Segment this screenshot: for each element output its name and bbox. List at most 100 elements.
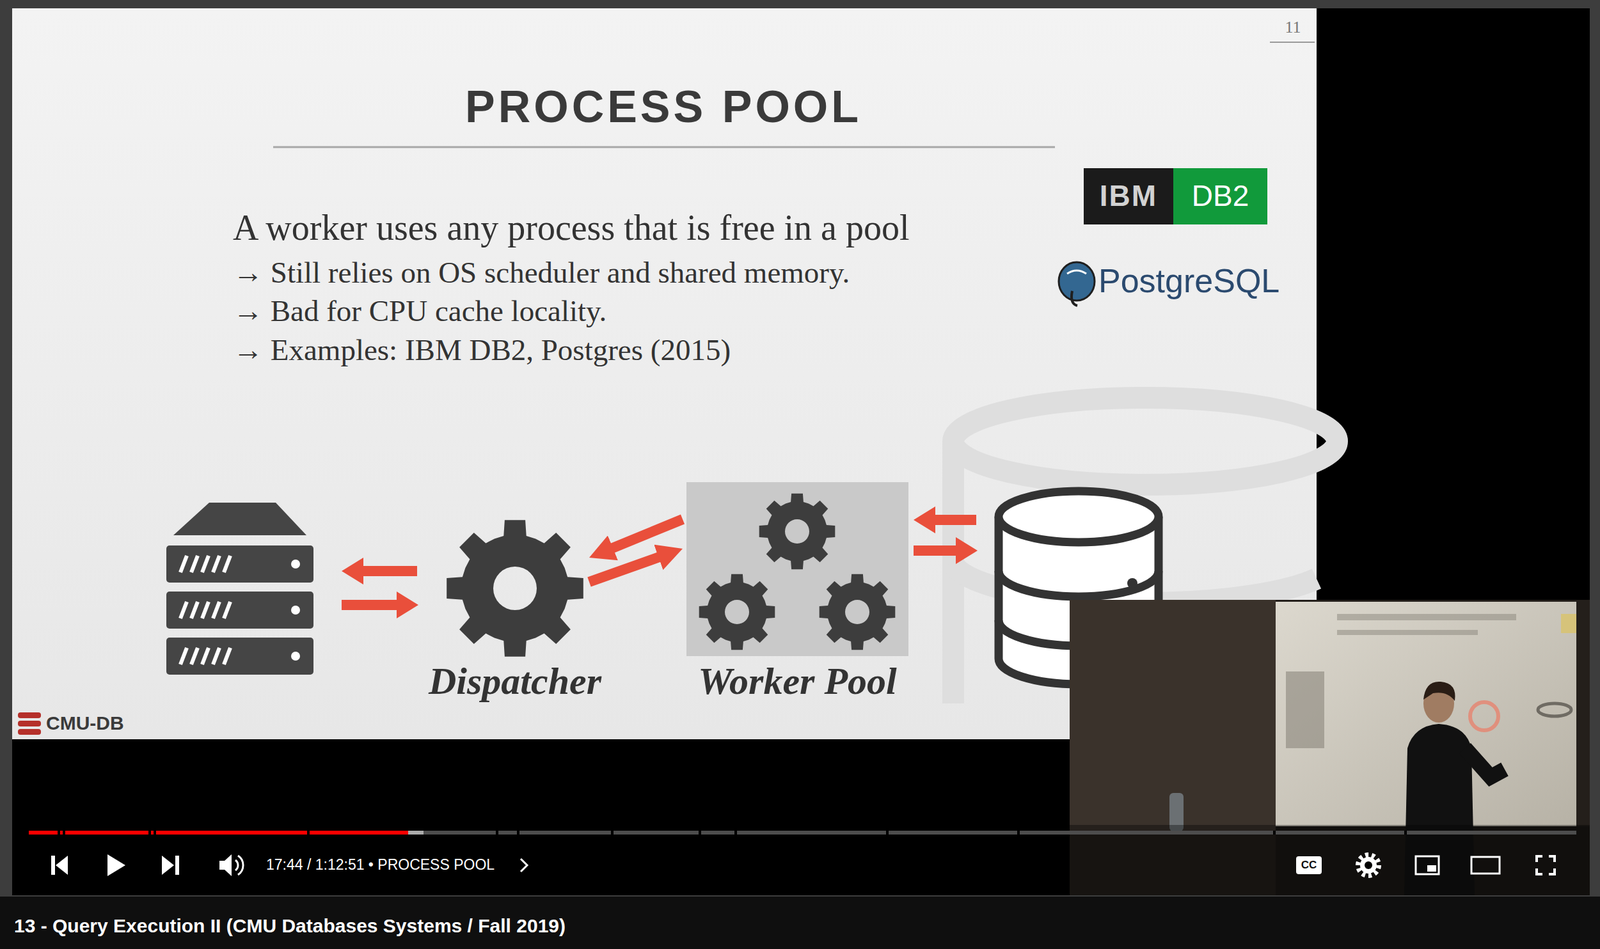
camera-inset-part: [1285, 671, 1325, 749]
captions-button-holder: CC: [1301, 859, 1318, 872]
node-label: Worker Pool: [697, 658, 897, 705]
player-controls-part: [219, 854, 232, 877]
server-lights: [291, 559, 301, 661]
server-vents-part: [191, 601, 198, 619]
storage-arrows-part: [955, 537, 978, 565]
postgres-elephant-part: [1067, 270, 1087, 274]
logo-box: DB2: [1173, 168, 1268, 225]
node-label-holder: Dispatcher: [428, 658, 602, 705]
page-number-rule: [1269, 41, 1315, 43]
progress-bar-part-part: [1404, 831, 1407, 835]
player-controls-part: [1536, 856, 1555, 875]
bullet-text-holder: A worker uses any process that is free i…: [232, 206, 910, 250]
gear-icon: [699, 574, 776, 651]
camera-inset-part: [1537, 703, 1572, 717]
gear-icons: [686, 482, 909, 657]
progress-bar-part: [28, 831, 1577, 835]
progress-bar-part-part: [516, 831, 520, 835]
camera-inset-part: [1069, 600, 1590, 896]
storage-arrows-part: [913, 506, 936, 534]
server-vents-part: [191, 648, 198, 665]
sub-bullet-holder: → Still relies on OS scheduler and share…: [232, 254, 850, 291]
server-vents-part: [213, 601, 220, 619]
camera-inset-part: [1465, 748, 1505, 778]
progress-bar-part-part: [610, 831, 614, 835]
logo-text-holder: CMU-DB: [46, 712, 125, 736]
dispatcher-gear: Dispatcher: [444, 518, 586, 659]
progress-bar-part: [28, 831, 409, 835]
slide-title: PROCESS POOL: [465, 79, 862, 134]
camera-inset-part: [1069, 600, 1276, 832]
server-lights-part: [291, 605, 301, 615]
sub-bullet-holder: → Bad for CPU cache locality.: [232, 293, 607, 329]
server-vents-part: [202, 555, 209, 573]
logo-box: IBM: [1083, 168, 1174, 225]
node-label-holder: Worker Pool: [697, 658, 897, 705]
progress-bar-part-part: [1273, 831, 1276, 835]
postgres-elephant: [1058, 262, 1095, 306]
page-number-holder: 11: [1284, 17, 1301, 38]
progress-bar-part: [57, 831, 1407, 835]
server-vents-part: [223, 555, 231, 573]
server-icon-part: [166, 591, 314, 629]
logo-text: PostgreSQL: [1098, 261, 1280, 301]
title-rule: [273, 146, 1055, 149]
gear-icons: [444, 518, 586, 659]
player-controls: [51, 854, 1555, 877]
slide-title-holder: PROCESS POOL: [465, 79, 862, 134]
player-controls-part: [175, 855, 180, 876]
server-vents-part: [191, 555, 198, 573]
sub-bullet: → Examples: IBM DB2, Postgres (2015): [232, 332, 731, 368]
server-vents-part: [180, 648, 187, 665]
camera-inset: [1069, 600, 1590, 896]
player-controls-part: [51, 855, 56, 876]
camera-inset-part: [1560, 614, 1577, 634]
sub-bullet: → Bad for CPU cache locality.: [232, 293, 607, 329]
gear-icon: [446, 520, 584, 658]
server-vents-part: [223, 601, 231, 619]
server-vents-part: [213, 555, 220, 573]
camera-inset-part: [1470, 702, 1499, 731]
gear-icon: [819, 574, 896, 651]
server-vents-part: [180, 555, 187, 573]
connector-arrow: [607, 519, 683, 551]
server-vents-part: [180, 601, 187, 619]
cmu-db-icon-part: [17, 720, 41, 727]
database-cylinder-part: [1127, 578, 1138, 589]
worker-pool-box: Worker Pool: [686, 482, 909, 657]
player-controls-part: [1358, 855, 1379, 876]
player-controls-part: [55, 855, 68, 876]
gear-icon: [759, 493, 836, 571]
client-arrows-part: [396, 591, 419, 619]
player-controls-part: [237, 855, 244, 876]
server-icon: [166, 502, 314, 675]
camera-inset-part: [1423, 681, 1456, 702]
client-arrows-part: [341, 557, 364, 585]
progress-bar-part-part: [886, 831, 889, 835]
server-lights-part: [291, 651, 301, 661]
time-display-holder: 17:44 / 1:12:51 • PROCESS POOL: [266, 856, 495, 875]
cmu-db-icon-part: [17, 729, 41, 736]
server-icon-part: [173, 502, 307, 536]
video-title: 13 - Query Execution II (CMU Databases S…: [14, 914, 566, 938]
video-title-holder: 13 - Query Execution II (CMU Databases S…: [14, 914, 566, 938]
postgres-elephant-part: [1058, 262, 1095, 301]
client-arrows-part: [341, 600, 400, 611]
server-lights-part: [291, 559, 301, 569]
progress-bar-part-part: [148, 831, 151, 835]
progress-bar-part-part: [698, 831, 702, 835]
logo-text: CMU-DB: [46, 712, 125, 736]
camera-inset-part: [1337, 630, 1478, 636]
player-controls-part: [1296, 856, 1322, 875]
postgres-elephant-part: [1071, 291, 1078, 306]
page-number: 11: [1284, 17, 1301, 38]
captions-button: CC: [1301, 859, 1318, 872]
progress-bar-part-part: [1017, 831, 1020, 835]
player-controls-part: [107, 854, 126, 877]
sub-bullet-holder: → Examples: IBM DB2, Postgres (2015): [232, 332, 731, 368]
time-display: 17:44 / 1:12:51 • PROCESS POOL: [266, 856, 495, 875]
camera-inset-part: [1337, 614, 1517, 621]
video-area: [12, 8, 1590, 896]
